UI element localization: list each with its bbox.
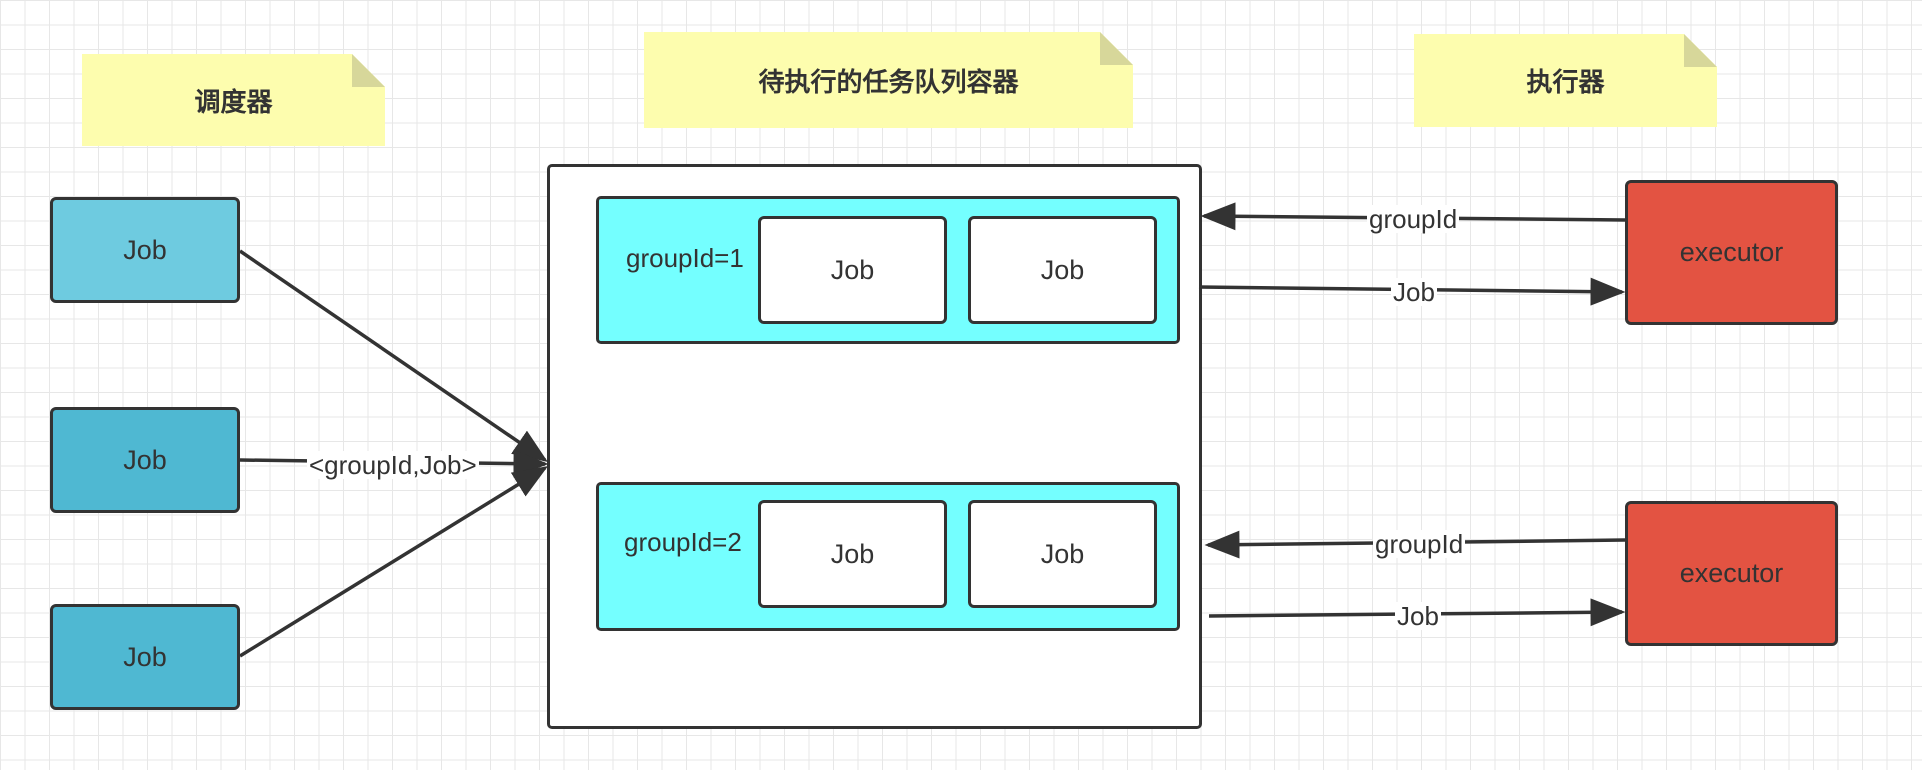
group-label-1: groupId=1 <box>626 243 744 273</box>
scheduler-note-text: 调度器 <box>194 87 273 118</box>
queued-job-label-1-1: Job <box>830 254 875 285</box>
source-job-label-1: Job <box>123 234 167 265</box>
executor1-groupid-label: groupId <box>1367 204 1460 234</box>
queued-job-box-2-1[interactable]: Job <box>758 500 947 608</box>
queued-job-box-2-2[interactable]: Job <box>968 500 1157 608</box>
executor2-groupid-label: groupId <box>1373 529 1466 559</box>
executor1-job-label: Job <box>1391 277 1437 307</box>
queue-container-note-text: 待执行的任务队列容器 <box>758 67 1019 98</box>
group-label-2: groupId=2 <box>624 527 742 557</box>
executor-box-2[interactable]: executor <box>1625 501 1838 646</box>
source-job-box-1[interactable]: Job <box>50 197 240 303</box>
executor-box-1[interactable]: executor <box>1625 180 1838 325</box>
source-job-box-3[interactable]: Job <box>50 604 240 710</box>
scheduler-note: 调度器 <box>82 54 385 146</box>
arrow-job1-to-container <box>239 249 548 462</box>
executor-note: 执行器 <box>1414 34 1717 127</box>
executor-note-text: 执行器 <box>1526 68 1605 98</box>
executor2-job-label: Job <box>1395 601 1441 631</box>
queued-job-label-1-2: Job <box>1040 254 1085 285</box>
queued-job-label-2-1: Job <box>830 538 875 569</box>
queue-container-note: 待执行的任务队列容器 <box>644 32 1133 128</box>
source-job-label-3: Job <box>123 641 167 672</box>
executor-label-2: executor <box>1679 558 1784 588</box>
queued-job-box-1-1[interactable]: Job <box>758 216 947 324</box>
source-job-box-2[interactable]: Job <box>50 407 240 513</box>
arrow-job3-to-container <box>239 466 548 658</box>
source-job-label-2: Job <box>123 444 167 475</box>
submit-edge-label: <groupId,Job> <box>307 450 479 480</box>
queued-job-box-1-2[interactable]: Job <box>968 216 1157 324</box>
queued-job-label-2-2: Job <box>1040 538 1085 569</box>
executor-label-1: executor <box>1679 237 1784 267</box>
